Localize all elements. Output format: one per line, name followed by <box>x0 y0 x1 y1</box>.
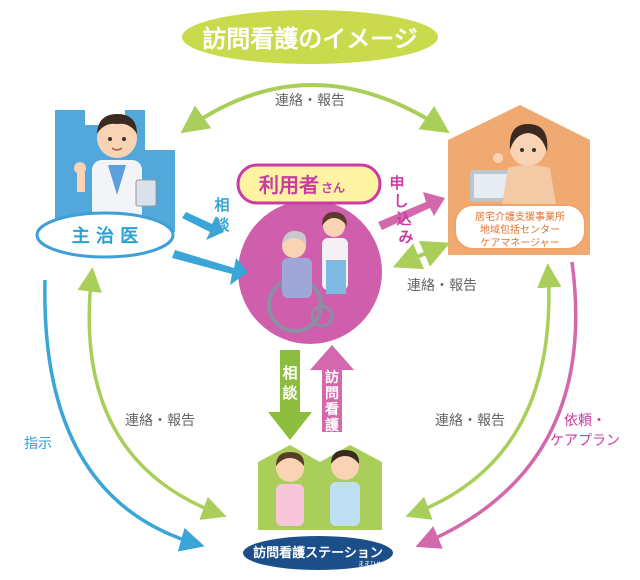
arrow-patient-station <box>268 350 312 440</box>
station-node: 訪問看護ステーション ままひめ <box>243 445 393 570</box>
care-office-line-1: 居宅介護支援事業所 <box>475 210 565 223</box>
doctor-node: 主 治 医 <box>35 110 175 259</box>
arrow-patient-office <box>378 192 445 230</box>
label-left-contact: 連絡・報告 <box>125 413 195 429</box>
label-office-patient-contact: 連絡・報告 <box>407 278 477 294</box>
care-office-line-2: 地域包括センター <box>480 223 560 236</box>
doctor-label: 主 治 医 <box>72 225 139 247</box>
label-visit-4: 護 <box>325 417 340 434</box>
arrow-station-patient <box>310 345 354 432</box>
label-visit-2: 問 <box>325 386 339 402</box>
arrow-office-station-request <box>415 261 578 549</box>
label-apply-1: 申 <box>389 174 404 192</box>
label-request-1: 依頼・ <box>564 413 606 429</box>
label-right-contact: 連絡・報告 <box>435 413 505 429</box>
arrow-doctor-patient <box>172 250 248 285</box>
nurses-illustration <box>276 450 360 526</box>
patient-label: 利用者さん <box>259 173 345 197</box>
label-instruction: 指示 <box>24 436 52 452</box>
arrow-office-patient <box>392 240 451 270</box>
arrow-office-station-contact <box>405 263 562 520</box>
label-apply-2: し <box>393 192 408 210</box>
title-banner: 訪問看護のイメージ <box>182 10 438 64</box>
label-doctor-consult-2: 談 <box>214 216 230 234</box>
arrow-doctor-station-contact <box>77 267 227 520</box>
label-station-consult-2: 談 <box>282 384 298 402</box>
label-apply-3: 込 <box>396 210 411 228</box>
patient-node: 利用者さん <box>236 163 382 344</box>
label-top-contact: 連絡・報告 <box>275 93 345 109</box>
care-manager-illustration <box>470 124 556 205</box>
station-sub-label: ままひめ <box>358 561 382 568</box>
label-visit-3: 看 <box>324 401 339 418</box>
arrow-doctor-office <box>180 83 450 134</box>
label-apply-4: み <box>398 228 413 246</box>
patient-illustration <box>267 212 348 333</box>
care-office-node: 居宅介護支援事業所 地域包括センター ケアマネージャー <box>448 105 590 255</box>
label-visit-1: 訪 <box>325 369 339 386</box>
care-office-line-3: ケアマネージャー <box>480 237 559 249</box>
label-request-2: ケアプラン <box>550 433 620 449</box>
label-station-consult-1: 相 <box>282 364 297 382</box>
label-doctor-consult-1: 相 <box>214 196 229 214</box>
arrow-doctor-patient-sub <box>182 212 224 240</box>
diagram-title: 訪問看護のイメージ <box>202 25 418 53</box>
station-label: 訪問看護ステーション <box>253 545 383 561</box>
